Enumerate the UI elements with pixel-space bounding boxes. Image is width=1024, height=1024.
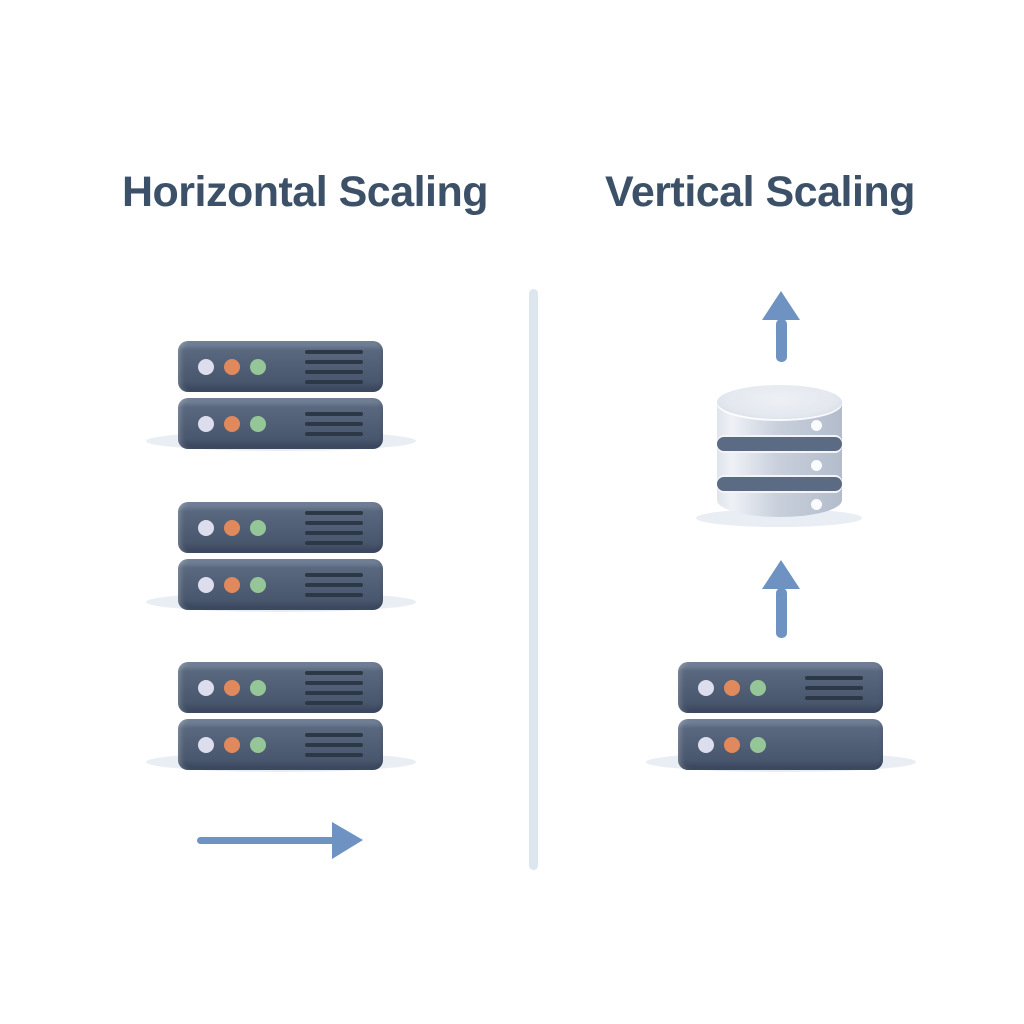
indicator-dot-white — [198, 519, 214, 536]
vent-line — [305, 421, 363, 426]
indicator-dot-white — [198, 415, 214, 432]
indicator-dot-green — [750, 736, 766, 753]
server-stack-icon — [146, 502, 416, 616]
server-indicator-dots — [198, 736, 266, 753]
arrow-stem — [197, 837, 335, 844]
database-cylinder-icon — [696, 385, 862, 528]
server-unit — [678, 719, 883, 770]
database-indicator-dot — [811, 420, 822, 431]
indicator-dot-orange — [224, 736, 240, 753]
indicator-dot-green — [250, 679, 266, 696]
vent-line — [305, 700, 363, 705]
database-indicator-dot — [811, 499, 822, 510]
server-vent-lines — [805, 675, 863, 700]
vent-line — [305, 592, 363, 597]
arrow-stem — [775, 588, 787, 638]
server-unit — [178, 502, 383, 553]
vent-line — [305, 349, 363, 354]
server-vent-lines — [305, 510, 363, 545]
arrow-head — [762, 560, 800, 589]
vent-line — [305, 742, 363, 747]
vent-line — [305, 369, 363, 374]
server-unit — [178, 662, 383, 713]
server-indicator-dots — [198, 415, 266, 432]
database-body — [717, 402, 842, 517]
server-vent-lines — [305, 349, 363, 384]
indicator-dot-orange — [224, 679, 240, 696]
right-panel-title: Vertical Scaling — [605, 168, 915, 216]
indicator-dot-green — [250, 358, 266, 375]
server-unit — [178, 398, 383, 449]
vent-line — [805, 695, 863, 700]
panel-divider — [529, 289, 538, 870]
vent-line — [305, 690, 363, 695]
server-stack-icon — [646, 662, 916, 776]
server-indicator-dots — [198, 519, 266, 536]
vent-line — [305, 359, 363, 364]
arrow-head — [332, 822, 363, 859]
server-stack-icon — [146, 662, 416, 776]
server-vent-lines — [305, 411, 363, 436]
left-panel-title: Horizontal Scaling — [121, 168, 489, 216]
indicator-dot-orange — [224, 358, 240, 375]
server-indicator-dots — [698, 736, 766, 753]
indicator-dot-green — [250, 415, 266, 432]
server-stack-icon — [146, 341, 416, 455]
indicator-dot-orange — [724, 679, 740, 696]
server-indicator-dots — [198, 679, 266, 696]
vent-line — [305, 520, 363, 525]
indicator-dot-white — [698, 679, 714, 696]
vent-line — [805, 685, 863, 690]
server-vent-lines — [305, 572, 363, 597]
vent-line — [305, 411, 363, 416]
arrow-head — [762, 291, 800, 320]
vent-line — [305, 530, 363, 535]
database-separator-band — [717, 477, 842, 491]
vent-line — [805, 675, 863, 680]
indicator-dot-white — [198, 358, 214, 375]
vent-line — [305, 510, 363, 515]
vent-line — [305, 680, 363, 685]
indicator-dot-green — [250, 519, 266, 536]
indicator-dot-green — [250, 736, 266, 753]
server-indicator-dots — [698, 679, 766, 696]
up-arrow-icon — [761, 291, 801, 362]
database-top-ellipse — [717, 385, 842, 419]
server-unit — [178, 719, 383, 770]
server-indicator-dots — [198, 576, 266, 593]
indicator-dot-white — [198, 736, 214, 753]
indicator-dot-orange — [224, 415, 240, 432]
server-indicator-dots — [198, 358, 266, 375]
vent-line — [305, 582, 363, 587]
server-unit — [178, 341, 383, 392]
vent-line — [305, 431, 363, 436]
up-arrow-icon — [761, 560, 801, 638]
server-unit — [678, 662, 883, 713]
server-vent-lines — [305, 670, 363, 705]
indicator-dot-white — [198, 679, 214, 696]
indicator-dot-white — [198, 576, 214, 593]
database-indicator-dot — [811, 460, 822, 471]
indicator-dot-green — [750, 679, 766, 696]
database-shadow — [696, 509, 862, 527]
vent-line — [305, 752, 363, 757]
database-separator-band — [717, 437, 842, 451]
arrow-stem — [775, 319, 787, 362]
indicator-dot-white — [698, 736, 714, 753]
vent-line — [305, 732, 363, 737]
indicator-dot-orange — [224, 519, 240, 536]
server-vent-lines — [305, 732, 363, 757]
vent-line — [305, 572, 363, 577]
indicator-dot-orange — [224, 576, 240, 593]
vent-line — [305, 379, 363, 384]
vent-line — [305, 670, 363, 675]
right-arrow-icon — [197, 822, 363, 859]
indicator-dot-orange — [724, 736, 740, 753]
vent-line — [305, 540, 363, 545]
indicator-dot-green — [250, 576, 266, 593]
server-unit — [178, 559, 383, 610]
